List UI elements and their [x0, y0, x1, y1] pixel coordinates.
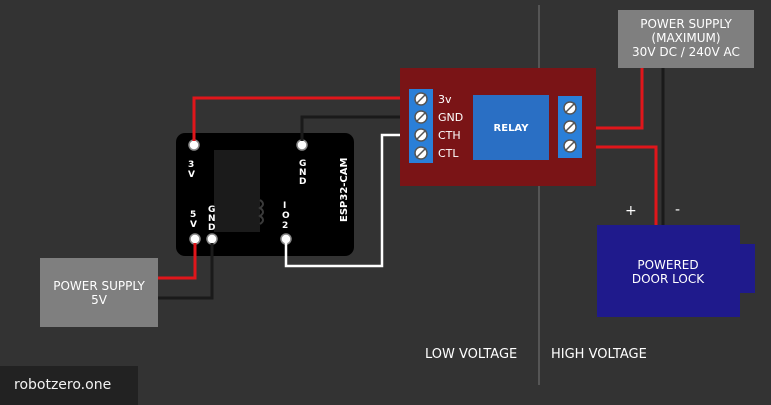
- esp32-pin-gnd-bottom-label-n: N: [208, 214, 216, 224]
- wire-io2-white: [284, 133, 417, 268]
- relay-output-screws: [563, 101, 577, 153]
- power-supply-5v: POWER SUPPLY 5V: [40, 258, 158, 327]
- esp32-pin-io2[interactable]: [280, 233, 292, 245]
- esp32-pin-gnd-bottom-label: G: [208, 205, 215, 215]
- wire-3v-red: [192, 96, 417, 141]
- esp32-pin-3v-label: 3: [188, 160, 194, 170]
- relay-input-screws: [414, 92, 428, 160]
- door-lock-line2: DOOR LOCK: [632, 272, 705, 286]
- wire-5v-gnd-black: [158, 243, 214, 300]
- door-lock-bolt: [740, 244, 755, 293]
- esp32-pin-3v-label-v: V: [188, 170, 195, 180]
- power-supply-5v-line1: POWER SUPPLY: [53, 279, 145, 293]
- esp32-pin-gnd-top-label-n: N: [299, 168, 307, 178]
- power-supply-max-line3: 30V DC / 240V AC: [632, 45, 740, 59]
- door-lock: POWERED DOOR LOCK: [597, 225, 755, 317]
- brand-label: robotzero.one: [0, 366, 138, 405]
- power-supply-max-line2: (MAXIMUM): [651, 31, 720, 45]
- wire-gnd-black: [300, 115, 417, 141]
- door-lock-plus: +: [625, 203, 637, 219]
- esp32-pin-5v-label: 5: [190, 210, 196, 220]
- relay-module: 3v GND CTH CTL RELAY: [400, 68, 596, 186]
- relay-terminal-gnd: GND: [438, 111, 463, 124]
- power-supply-5v-line2: 5V: [91, 293, 108, 307]
- esp32-pin-3v[interactable]: [188, 139, 200, 151]
- wire-5v-red: [158, 243, 197, 280]
- esp32-pin-io2-label-2: 2: [282, 221, 288, 231]
- esp32-pin-gnd-top-label: G: [299, 159, 306, 169]
- esp32-pin-gnd-top-label-d: D: [299, 177, 306, 187]
- esp32-pin-io2-label-o: O: [282, 211, 290, 221]
- esp32-cam-label: ESP32-CAM: [339, 157, 350, 222]
- relay-terminal-cth: CTH: [438, 129, 461, 142]
- power-supply-max: POWER SUPPLY (MAXIMUM) 30V DC / 240V AC: [618, 10, 754, 68]
- relay-label: RELAY: [494, 123, 530, 134]
- door-lock-minus: -: [675, 202, 680, 218]
- door-lock-line1: POWERED: [637, 258, 698, 272]
- relay-terminal-ctl: CTL: [438, 147, 459, 160]
- wire-lock-plus-red: [572, 145, 658, 225]
- relay-terminal-3v: 3v: [438, 93, 452, 106]
- relay-body: [473, 95, 549, 160]
- high-voltage-label: HIGH VOLTAGE: [551, 347, 647, 362]
- esp32-pin-io2-label: I: [283, 201, 286, 211]
- esp32-pin-gnd-bottom-label-d: D: [208, 223, 215, 233]
- esp32-cam-board: ESP32-CAM 3 V G N D 5 V G N D I O 2: [176, 133, 354, 256]
- esp32-pin-5v[interactable]: [189, 233, 201, 245]
- esp32-pin-gnd-bottom[interactable]: [206, 233, 218, 245]
- power-supply-max-line1: POWER SUPPLY: [640, 17, 732, 31]
- esp32-pin-5v-label-v: V: [190, 220, 197, 230]
- camera-socket: [214, 150, 260, 232]
- esp32-pin-gnd-top[interactable]: [296, 139, 308, 151]
- low-voltage-label: LOW VOLTAGE: [425, 347, 517, 362]
